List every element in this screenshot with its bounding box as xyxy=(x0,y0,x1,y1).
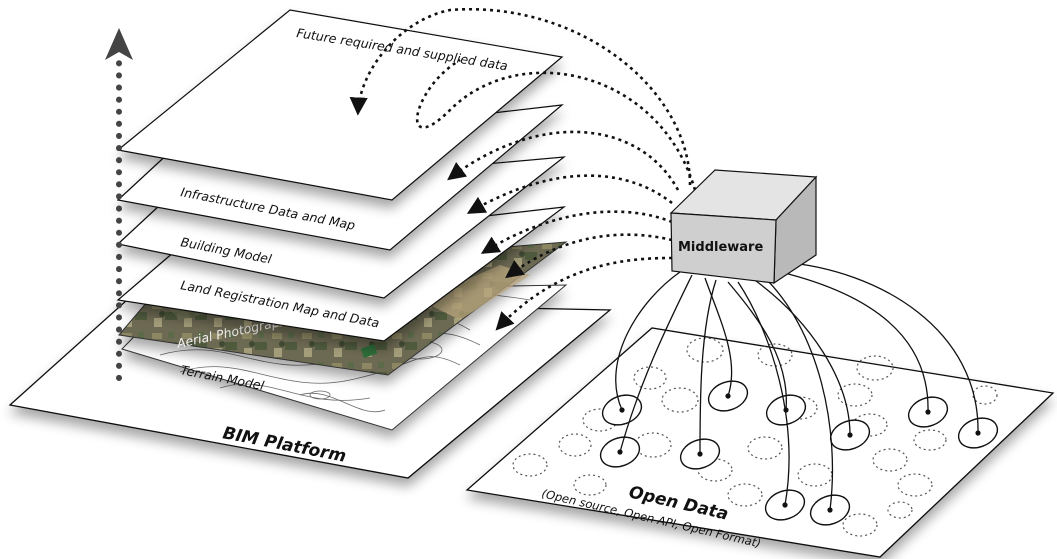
middleware-label: Middleware xyxy=(678,240,763,255)
middleware-to-open-data-links xyxy=(615,261,981,513)
potential-data-sources xyxy=(512,337,998,537)
axis-arrow-icon xyxy=(105,28,133,60)
middleware-cube: Middleware xyxy=(669,169,818,285)
middleware-to-layer-arrows xyxy=(349,7,697,331)
open-data-plane: Open Data (Open source, Open API, Open F… xyxy=(465,327,1055,558)
future-data-layer: Future required and supplied data xyxy=(116,9,564,201)
vertical-axis xyxy=(105,28,133,381)
